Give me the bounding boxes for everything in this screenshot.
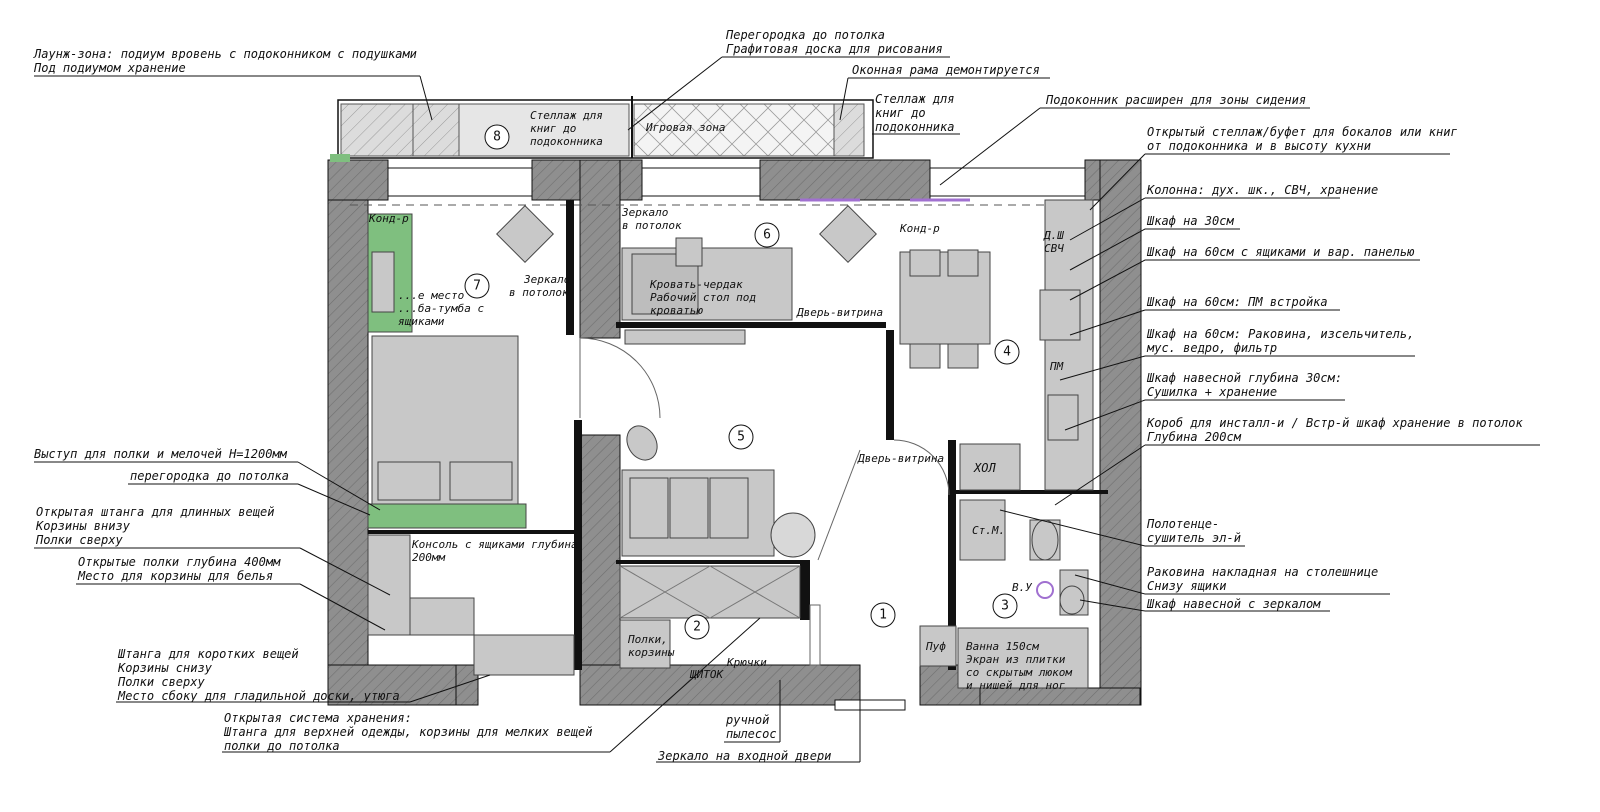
callout-short-rod-3: Полки сверху (117, 675, 205, 689)
stm-label: Ст.М. (972, 524, 1005, 537)
callout-cab60-sink: Шкаф на 60см: Раковина, изсельчитель, (1146, 327, 1414, 341)
console-label-2: 200мм (412, 551, 445, 564)
windows (387, 167, 1086, 711)
callout-shelf-window: Стеллаж для (875, 92, 954, 106)
bath-label-4: и нишей для ног (966, 679, 1065, 692)
hooks-label: Крючки (726, 656, 767, 669)
callout-partition-ceiling: перегородка до потолка (130, 469, 289, 483)
workplace-label-3: ящиками (398, 315, 445, 328)
callout-short-rod: Штанга для коротких вещей (117, 647, 299, 661)
loft-bed-label-2: Рабочий стол под (650, 291, 756, 304)
shelves-baskets-label: Полки, (627, 633, 668, 646)
room-number-6: 6 (763, 228, 771, 243)
callout-window-frame: Оконная рама демонтируется (852, 63, 1040, 77)
bath-label-2: Экран из плитки (966, 653, 1066, 666)
mirror-ceiling-6: Зеркало (621, 206, 668, 219)
door-vitrina-mid-label: Дверь-витрина (857, 452, 944, 465)
callout-lounge: Лаунж-зона: подиум вровень с подоконнико… (33, 47, 417, 61)
mirror-ceiling-7-2: в потолок (509, 286, 569, 299)
callout-cab60-dw: Шкаф на 60см: ПМ встройка (1146, 295, 1328, 309)
console-label: Консоль с ящиками глубина (411, 538, 578, 551)
callout-lounge-2: Под подиумом хранение (33, 61, 186, 75)
outer-walls (327, 159, 1142, 706)
room-number-5: 5 (737, 430, 745, 445)
callout-shelf-window-3: подоконника (875, 120, 954, 134)
room-number-1: 1 (879, 608, 887, 623)
loggia (330, 96, 874, 162)
leader-lines (34, 56, 1540, 763)
callout-sill: Подоконник расширен для зоны сидения (1045, 93, 1306, 107)
doors (579, 337, 950, 666)
callout-cab-wall: Шкаф навесной глубина 30см: (1146, 371, 1342, 385)
callout-box-install-2: Глубина 200см (1147, 430, 1242, 444)
callout-cab60-sink-2: мус. ведро, фильтр (1146, 341, 1277, 355)
mirror-ceiling-7: Зеркало (523, 273, 570, 286)
room-labels: Стеллаж для книг до подоконника Игровая … (368, 109, 1072, 692)
puf-label: Пуф (925, 640, 946, 653)
furniture (367, 199, 1094, 689)
shelves-baskets-label-2: корзины (628, 646, 675, 659)
room-number-7: 7 (473, 279, 481, 294)
kond-left-label: Конд-р (368, 212, 409, 225)
callout-open-shelves: Открытые полки глубина 400мм (78, 555, 281, 569)
kond-right-label: Конд-р (899, 222, 940, 235)
room-number-8: 8 (493, 130, 501, 145)
workplace-label-2: ...ба-тумба с (398, 302, 484, 315)
mirror-ceiling-6-2: в потолок (622, 219, 682, 232)
callout-ledge: Выступ для полки и мелочей H=1200мм (34, 447, 288, 461)
callout-open-rack: Открытый стеллаж/буфет для бокалов или к… (1147, 125, 1458, 139)
callout-column: Колонна: дух. шк., СВЧ, хранение (1146, 183, 1378, 197)
callout-open-storage-2: Штанга для верхней одежды, корзины для м… (223, 725, 592, 739)
room-numbers (464, 124, 1020, 640)
shchitok-label: ЩИТОК (689, 668, 724, 681)
play-zone-label: Игровая зона (645, 121, 725, 134)
loft-bed-label-3: кроватью (650, 304, 703, 317)
callout-cab30: Шкаф на 30см (1146, 214, 1234, 228)
callout-short-rod-2: Корзины снизу (117, 661, 213, 675)
door-vitrina-top-label: Дверь-витрина (796, 306, 883, 319)
callout-vacuum: ручной (725, 713, 769, 727)
shelf-books-label-3: подоконника (530, 135, 603, 148)
room-number-2: 2 (693, 620, 701, 635)
callout-open-rod-2: Корзины внизу (35, 519, 131, 533)
callout-box-install: Короб для инсталл-и / Встр-й шкаф хранен… (1146, 416, 1523, 430)
callouts: Лаунж-зона: подиум вровень с подоконнико… (33, 28, 1523, 763)
callout-sink-counter-2: Снизу ящики (1147, 579, 1226, 593)
callout-partition-board-2: Графитовая доска для рисования (726, 42, 943, 56)
callout-open-rack-2: от подоконника и в высоту кухни (1147, 139, 1371, 153)
callout-open-shelves-2: Место для корзины для белья (77, 569, 273, 583)
callout-open-storage-3: полки до потолка (224, 739, 340, 753)
callout-sink-counter: Раковина накладная на столешнице (1147, 565, 1378, 579)
svch-label: СВЧ (1044, 242, 1064, 255)
callout-mirror-cab: Шкаф навесной с зеркалом (1146, 597, 1321, 611)
callout-open-storage: Открытая система хранения: (224, 711, 412, 725)
hol-label: ХОЛ (973, 461, 996, 475)
shelf-books-label: Стеллаж для (530, 109, 603, 122)
callout-cab-wall-2: Сушилка + хранение (1147, 385, 1277, 399)
callout-open-rod: Открытая штанга для длинных вещей (36, 505, 274, 519)
callout-towel-2: сушитель эл-й (1147, 531, 1241, 545)
callout-short-rod-4: Место сбоку для гладильной доски, утюга (117, 689, 400, 703)
room-number-3: 3 (1001, 599, 1009, 614)
loft-bed-label: Кровать-чердак (649, 278, 743, 291)
shelf-books-label-2: книг до (530, 122, 576, 135)
room-number-labels: 1 2 3 4 5 6 7 8 (473, 130, 1011, 635)
dsh-label: Д.Ш (1043, 229, 1064, 242)
callout-towel: Полотенце- (1146, 517, 1219, 531)
room-number-4: 4 (1003, 345, 1011, 360)
interior-walls (368, 200, 1108, 670)
callout-partition-board: Перегородка до потолка (725, 28, 885, 42)
callout-shelf-window-2: книг до (875, 106, 926, 120)
workplace-label: ...е место (398, 289, 464, 302)
pm-label: ПМ (1049, 360, 1064, 373)
bath-label-3: со скрытым люком (966, 666, 1072, 679)
vu-label: В.У (1012, 581, 1032, 594)
callout-vacuum-2: пылесос (726, 727, 777, 741)
bath-label: Ванна 150см (966, 640, 1039, 653)
callout-cab60-drawers: Шкаф на 60см с ящиками и вар. панелью (1146, 245, 1414, 259)
callout-door-mirror: Зеркало на входной двери (657, 749, 831, 763)
callout-open-rod-3: Полки сверху (35, 533, 123, 547)
